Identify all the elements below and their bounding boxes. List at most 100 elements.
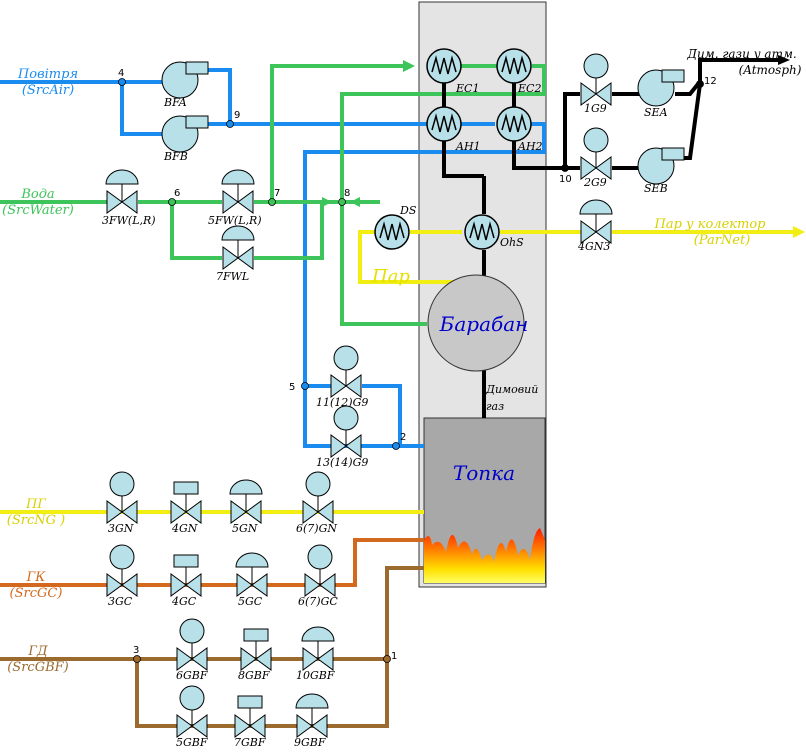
hx-ah1: AH1 [426,106,481,153]
valve-label: 10GBF [296,669,335,682]
valve-label: 3GN [108,522,134,535]
junction-n6 [168,198,176,206]
valve-label: 6(7)GN [296,522,337,535]
valve-v6gbf[interactable]: 6GBF [176,618,208,682]
svg-text:DS: DS [399,204,417,217]
valve-label: 5GC [238,595,263,608]
furnace-label: Топка [453,461,515,485]
fan-bfb: BFB [161,115,209,163]
gc-lines [0,538,424,587]
junction-label-n12: 12 [704,76,717,87]
svg-text:SEA: SEA [644,106,668,119]
flame [424,528,545,583]
output-atm-code: (Atmosph) [739,63,802,77]
gbf-lines [0,566,424,728]
valve-v7gbf[interactable]: 7GBF [234,695,266,749]
valve-v67gn[interactable]: 6(7)GN [296,471,337,535]
hx-ah2: AH2 [496,106,543,153]
junction-n5 [301,382,309,390]
valve-v4gc[interactable]: 4GC [170,554,202,608]
hx-ds: DS [374,204,417,250]
valve-v7fwl[interactable]: 7FWL [216,225,255,283]
source-gbf-name: ГД [27,644,48,659]
junction-label-n8: 8 [344,188,350,199]
junction-n3 [133,655,141,663]
fan-seb: SEB [637,147,685,195]
valve-v10gbf[interactable]: 10GBF [296,626,335,682]
valve-v3fw[interactable]: 3FW(L,R) [102,169,156,227]
svg-text:EC2: EC2 [517,82,541,95]
svg-text:AH1: AH1 [455,140,481,153]
drum [427,274,525,372]
valve-label: 5GN [232,522,258,535]
valve-v5gn[interactable]: 5GN [229,479,263,535]
junction-label-n10: 10 [559,174,572,185]
valve-v1g9[interactable]: 1G9 [580,53,612,115]
source-ng-name: ПГ [25,497,46,512]
junction-n9 [226,120,234,128]
junction-n1 [383,655,391,663]
valve-label: 8GBF [238,669,270,682]
valve-label: 5FW(L,R) [208,214,262,227]
valve-label: 4GN3 [577,240,610,253]
junction-label-n2: 2 [400,432,406,443]
water-arrow-ec1 [403,60,415,72]
valve-label: 3FW(L,R) [102,214,156,227]
hx-ohs: OhS [464,214,524,250]
valve-v5fw[interactable]: 5FW(L,R) [208,169,262,227]
junction-label-n3: 3 [133,645,139,656]
valve-v4gn3[interactable]: 4GN3 [577,199,613,253]
valve-label: 7FWL [216,270,249,283]
valve-v9gbf[interactable]: 9GBF [294,693,329,749]
valve-v3gc[interactable]: 3GC [106,544,138,608]
hx-ec1: EC1 [426,48,479,95]
valve-v8gbf[interactable]: 8GBF [238,628,272,682]
output-steam-code: (ParNet) [694,233,751,248]
water-arrow-8a [322,197,332,207]
flue-label-2: газ [486,400,504,413]
source-air-name: Повітря [17,67,78,82]
junction-n12 [696,80,704,88]
junction-label-n4: 4 [118,68,124,79]
junction-label-n6: 6 [174,188,180,199]
valve-v4gn[interactable]: 4GN [170,481,202,535]
steam-out-arrow [793,226,805,238]
valve-v5gc[interactable]: 5GC [235,552,269,608]
source-air-code: (SrcAir) [22,83,74,98]
valve-v11g9[interactable]: 11(12)G9 [316,345,368,409]
valve-v5gbf[interactable]: 5GBF [176,685,208,749]
valve-v13g9[interactable]: 13(14)G9 [316,405,368,469]
svg-text:OhS: OhS [500,236,524,249]
valve-label: 13(14)G9 [316,456,368,469]
valve-label: 6(7)GC [298,595,338,608]
svg-text:BFB: BFB [163,150,188,163]
valve-label: 1G9 [584,102,607,115]
valve-label: 11(12)G9 [316,396,368,409]
valve-v2g9[interactable]: 2G9 [580,127,612,189]
valve-label: 9GBF [294,736,326,749]
junction-n8 [338,198,346,206]
fan-bfa: BFA [161,61,209,109]
source-gc-code: (SrcGC) [10,586,63,601]
svg-text:EC1: EC1 [455,82,479,95]
svg-text:SEB: SEB [644,182,668,195]
valve-label: 4GN [171,522,198,535]
junction-label-n5: 5 [289,382,295,393]
svg-text:AH2: AH2 [517,140,543,153]
valve-label: 3GC [108,595,133,608]
junction-n2 [392,442,400,450]
svg-text:BFA: BFA [163,96,187,109]
output-steam-name: Пар у колектор [653,217,766,232]
valve-v3gn[interactable]: 3GN [106,471,138,535]
source-gbf-code: (SrcGBF) [7,660,69,675]
flue-out-arrow [778,55,790,65]
junction-label-n9: 9 [234,110,240,121]
junction-n7 [268,198,276,206]
source-gc-name: ГК [26,570,47,585]
valve-v67gc[interactable]: 6(7)GC [298,544,338,608]
source-ng-code: (SrcNG ) [7,513,65,528]
output-atm-name: Дим. гази у атм. [686,47,796,61]
source-water-name: Вода [20,187,54,202]
valve-label: 4GC [171,595,197,608]
